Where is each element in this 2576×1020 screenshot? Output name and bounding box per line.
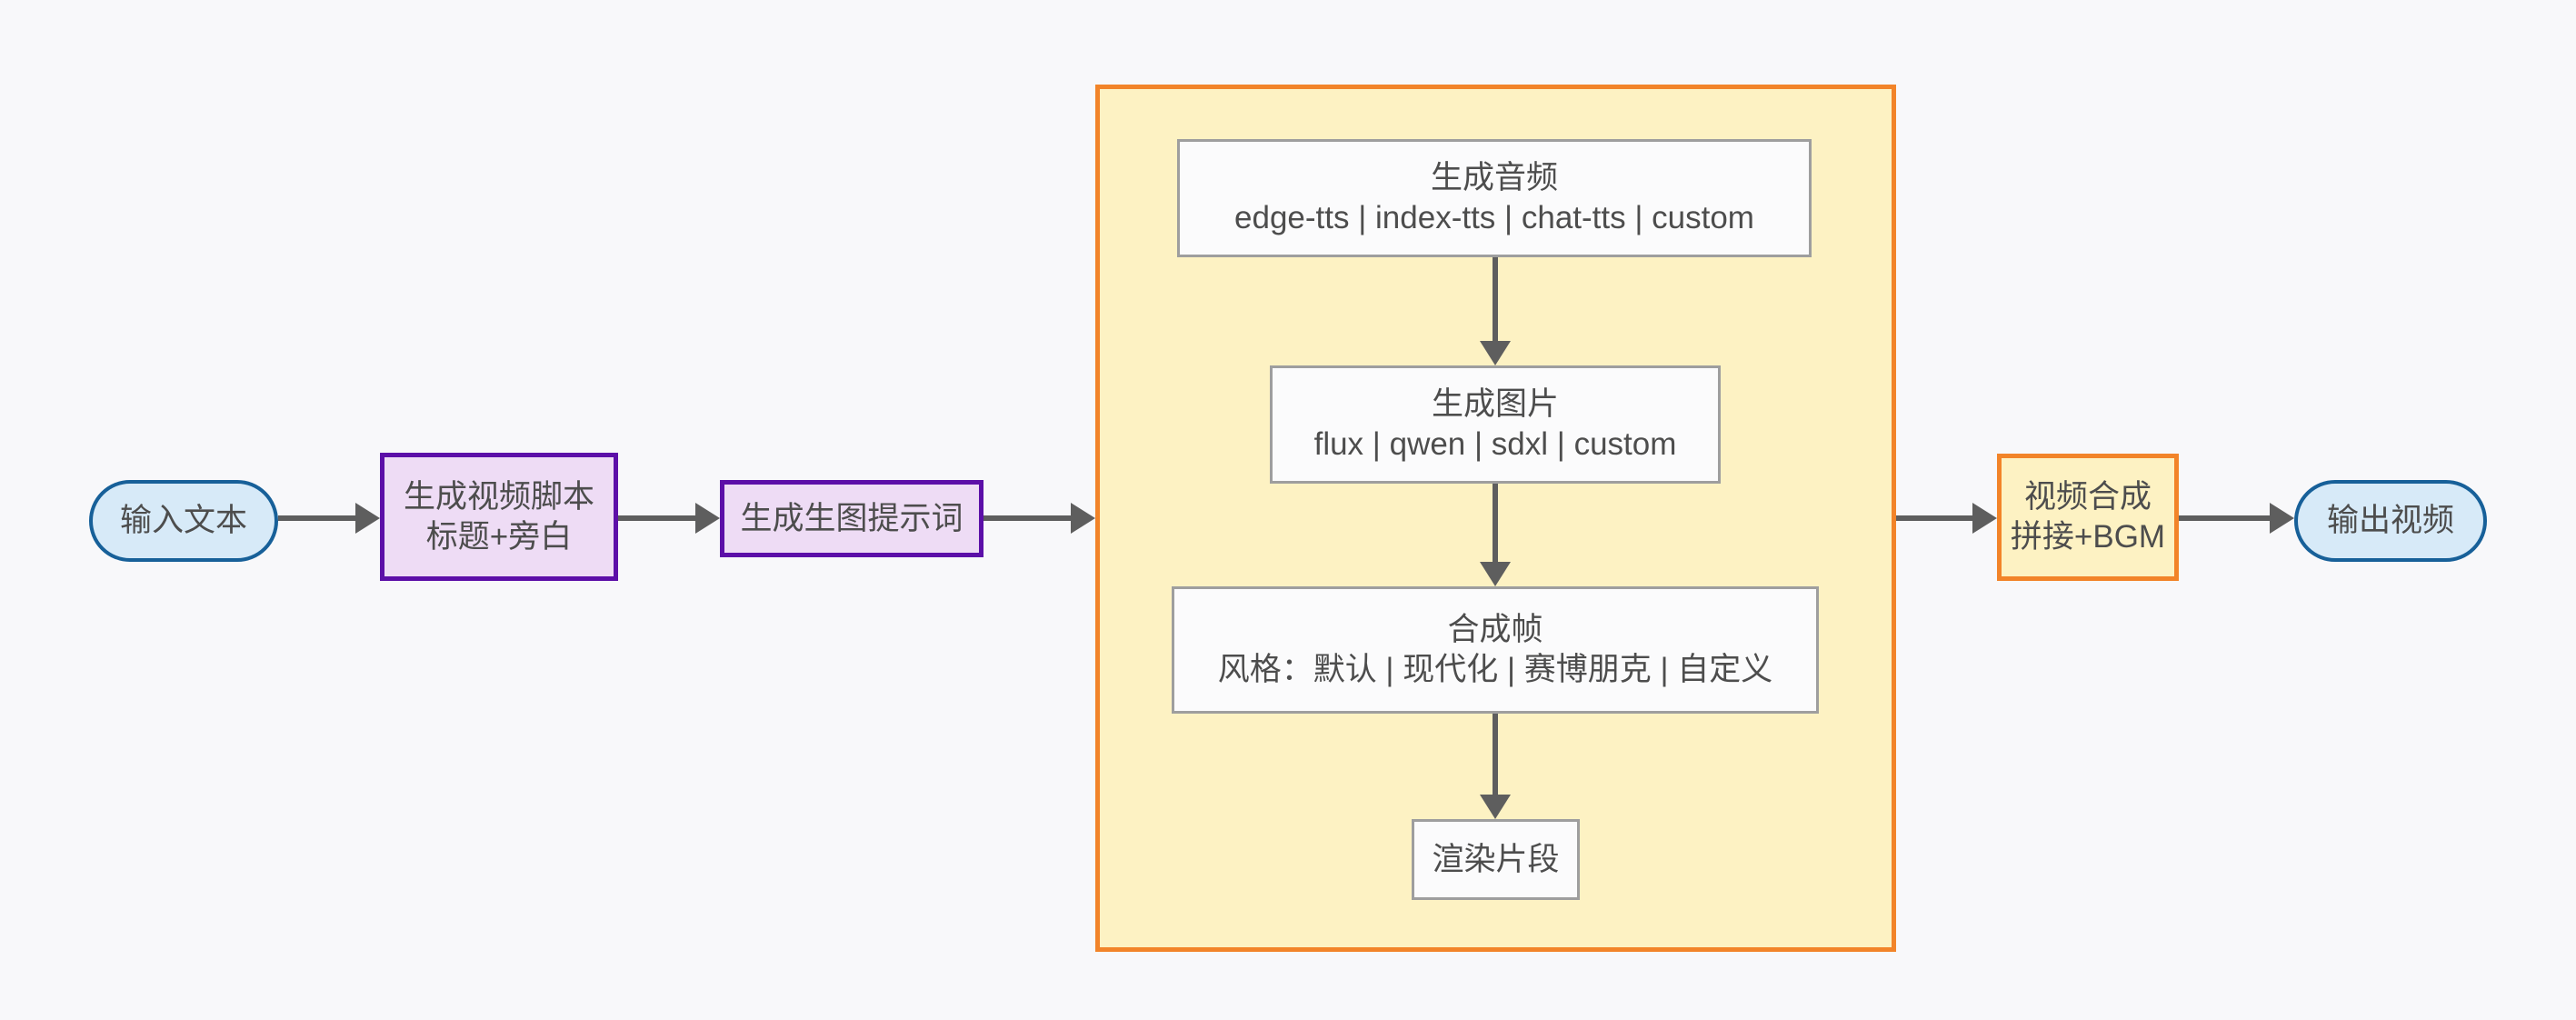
node-generate-audio-line1: 生成音频 — [1430, 160, 1558, 196]
edge-merge-to-output-arrowhead — [2270, 503, 2294, 534]
edge-container-to-merge-arrowhead — [1972, 503, 1997, 534]
node-generate-script[interactable]: 生成视频脚本 标题+旁白 — [380, 453, 618, 581]
node-generate-audio[interactable]: 生成音频 edge-tts | index-tts | chat-tts | c… — [1177, 139, 1812, 257]
edge-prompt-to-container — [983, 515, 1071, 521]
node-generate-image-line1: 生成图片 — [1431, 386, 1559, 423]
edge-image-to-frame-arrowhead — [1480, 562, 1511, 586]
node-video-merge-line1: 视频合成 — [2023, 479, 2152, 515]
edge-input-to-script-arrowhead — [355, 503, 380, 534]
edge-frame-to-render-arrowhead — [1480, 795, 1511, 819]
edge-audio-to-image-arrowhead — [1480, 341, 1511, 365]
node-video-merge-line2: 拼接+BGM — [2010, 519, 2166, 555]
edge-image-to-frame — [1493, 484, 1498, 562]
node-generate-image-line2: flux | qwen | sdxl | custom — [1313, 426, 1677, 462]
node-output-video[interactable]: 输出视频 — [2294, 480, 2487, 562]
node-compose-frame[interactable]: 合成帧 风格：默认 | 现代化 | 赛博朋克 | 自定义 — [1172, 586, 1819, 714]
node-generate-prompt[interactable]: 生成生图提示词 — [720, 480, 983, 557]
edge-frame-to-render — [1493, 714, 1498, 795]
edge-audio-to-image — [1493, 257, 1498, 341]
edge-prompt-to-container-arrowhead — [1071, 503, 1095, 534]
node-generate-script-line2: 标题+旁白 — [425, 518, 573, 555]
node-video-merge[interactable]: 视频合成 拼接+BGM — [1997, 454, 2179, 581]
edge-merge-to-output — [2179, 515, 2270, 521]
edge-script-to-prompt-arrowhead — [695, 503, 720, 534]
node-output-video-label: 输出视频 — [2326, 503, 2454, 539]
node-generate-audio-line2: edge-tts | index-tts | chat-tts | custom — [1234, 200, 1754, 235]
node-compose-frame-line1: 合成帧 — [1447, 612, 1543, 648]
node-render-clip[interactable]: 渲染片段 — [1412, 819, 1580, 900]
edge-script-to-prompt — [618, 515, 695, 521]
node-input-text-label: 输入文本 — [119, 503, 247, 539]
node-compose-frame-line2: 风格：默认 | 现代化 | 赛博朋克 | 自定义 — [1217, 652, 1773, 687]
edge-input-to-script — [278, 515, 355, 521]
edge-container-to-merge — [1896, 515, 1972, 521]
node-input-text[interactable]: 输入文本 — [89, 480, 278, 562]
node-generate-script-line1: 生成视频脚本 — [403, 478, 594, 515]
node-generate-prompt-label: 生成生图提示词 — [740, 500, 964, 536]
node-render-clip-label: 渲染片段 — [1432, 841, 1560, 877]
node-generate-image[interactable]: 生成图片 flux | qwen | sdxl | custom — [1270, 365, 1721, 484]
